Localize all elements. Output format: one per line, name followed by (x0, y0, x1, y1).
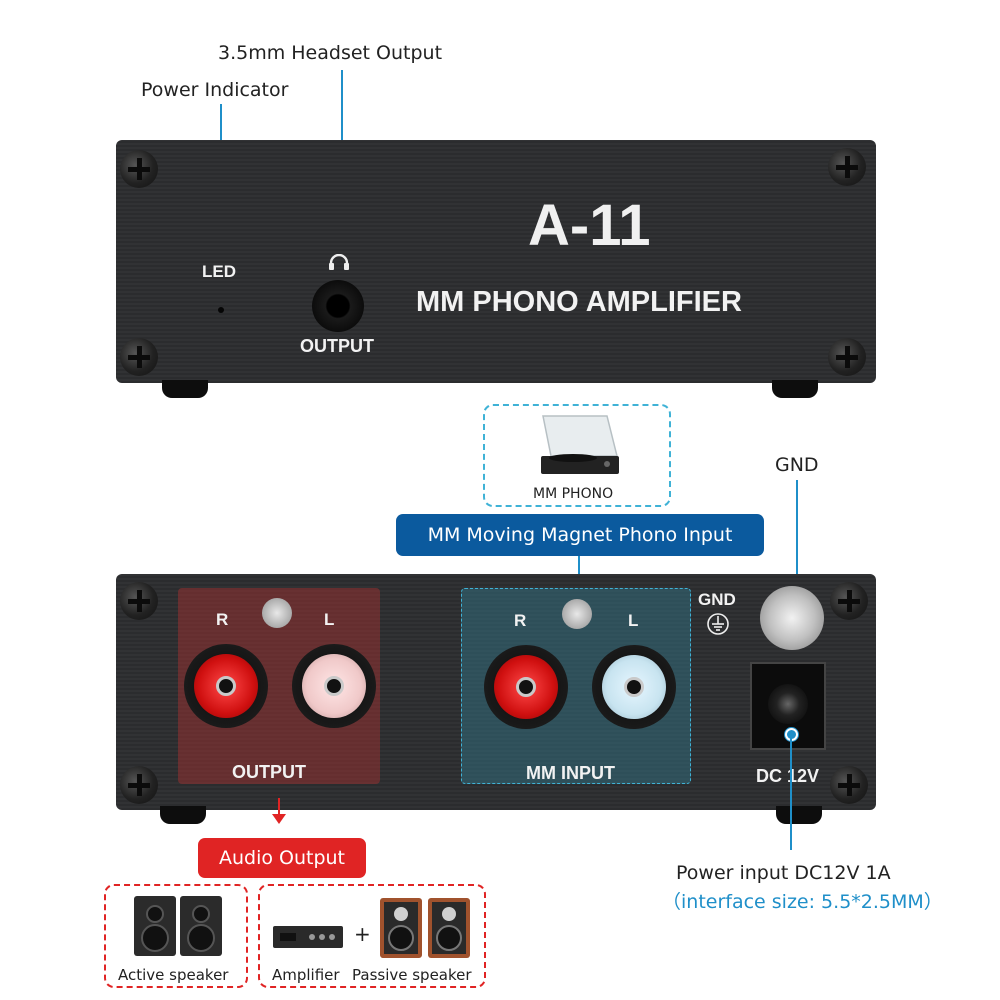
front-panel: LED OUTPUT A-11 MM PHONO AMPLIFIER (116, 140, 876, 383)
gnd-callout: GND (775, 454, 819, 476)
input-l-rca-jack[interactable] (592, 645, 676, 729)
amp-passive-box: + Amplifier Passive speaker (258, 884, 486, 988)
model-name: A-11 (528, 193, 651, 258)
dc-power-jack[interactable] (750, 662, 826, 750)
screw-icon (120, 582, 158, 620)
passive-speaker-label: Passive speaker (352, 966, 472, 984)
rear-foot-right (776, 806, 822, 824)
passive-speaker-icon (378, 896, 474, 960)
front-foot-left (162, 380, 208, 398)
led-indicator (218, 307, 224, 313)
headphone-icon (328, 253, 350, 270)
mm-phono-source-box: MM PHONO (483, 404, 671, 507)
ground-symbol-icon (706, 612, 730, 636)
screw-icon (120, 766, 158, 804)
screw-icon (562, 599, 592, 629)
rear-input-zone: R L MM INPUT (461, 588, 691, 784)
dc-12v-label: DC 12V (756, 766, 820, 786)
rear-panel: R L OUTPUT R L MM INPUT GND (116, 574, 876, 810)
power-indicator-callout: Power Indicator (141, 79, 289, 101)
active-speaker-icon (132, 894, 224, 958)
plus-sign: + (354, 922, 371, 946)
active-speaker-box: Active speaker (104, 884, 248, 988)
screw-icon (262, 598, 292, 628)
rear-gnd-label: GND (698, 590, 736, 609)
power-input-leader (790, 736, 792, 850)
turntable-icon (537, 412, 621, 482)
screw-icon (120, 338, 158, 376)
output-l-rca-jack[interactable] (292, 644, 376, 728)
rear-foot-left (160, 806, 206, 824)
screw-icon (830, 766, 868, 804)
headset-output-callout: 3.5mm Headset Output (218, 42, 443, 64)
input-l-label: L (628, 611, 639, 630)
audio-output-arrow-line (278, 798, 280, 816)
mm-phono-caption: MM PHONO (533, 486, 614, 502)
arrow-down-icon (272, 814, 286, 824)
phono-input-badge: MM Moving Magnet Phono Input (396, 514, 764, 556)
screw-icon (120, 150, 158, 188)
led-label: LED (202, 262, 236, 281)
gnd-terminal[interactable] (760, 586, 824, 650)
output-r-label: R (216, 610, 229, 629)
product-subtitle: MM PHONO AMPLIFIER (416, 286, 742, 318)
screw-icon (830, 582, 868, 620)
amplifier-label: Amplifier (272, 966, 340, 984)
output-l-label: L (324, 610, 335, 629)
amplifier-icon (272, 922, 344, 950)
headphone-jack[interactable] (312, 280, 364, 332)
output-r-rca-jack[interactable] (184, 644, 268, 728)
power-input-callout: Power input DC12V 1A (676, 862, 891, 884)
input-r-label: R (514, 611, 527, 630)
active-speaker-label: Active speaker (118, 966, 229, 984)
interface-size-callout: （interface size: 5.5*2.5MM） (662, 891, 943, 913)
screw-icon (828, 148, 866, 186)
rear-output-label: OUTPUT (232, 762, 306, 782)
screw-icon (828, 338, 866, 376)
front-output-label: OUTPUT (300, 336, 374, 356)
gnd-leader-line (796, 480, 798, 600)
audio-output-badge: Audio Output (198, 838, 366, 878)
rear-input-label: MM INPUT (526, 763, 615, 783)
rear-output-zone: R L OUTPUT (178, 588, 380, 784)
input-r-rca-jack[interactable] (484, 645, 568, 729)
front-foot-right (772, 380, 818, 398)
